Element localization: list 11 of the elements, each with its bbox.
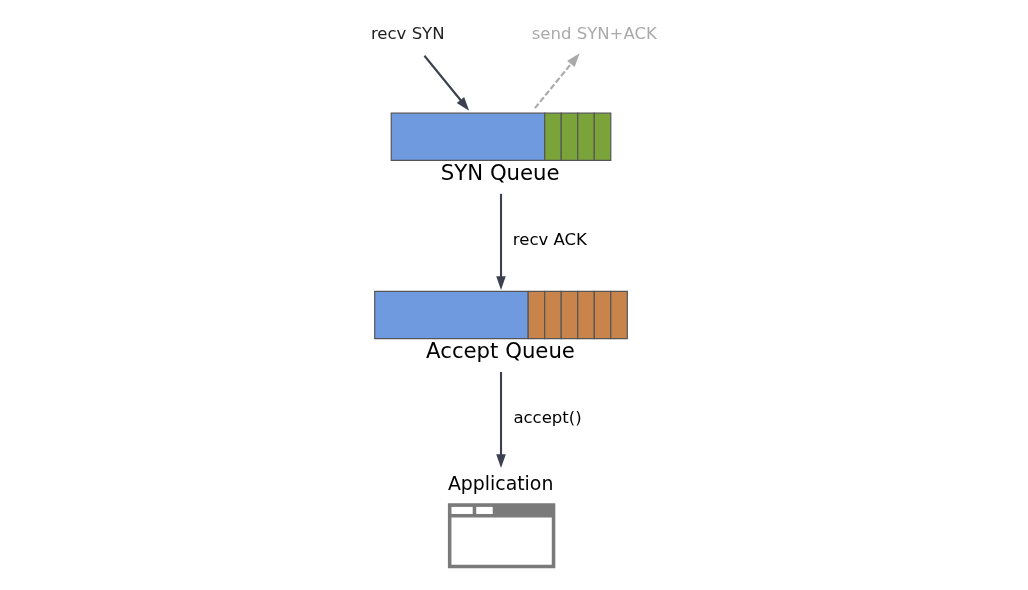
arrow bbox=[496, 372, 506, 468]
node-text: send SYN+ACK bbox=[531, 23, 657, 43]
arrow bbox=[534, 53, 580, 109]
node-label: Application bbox=[447, 472, 554, 495]
node-label: SYN Queue bbox=[440, 159, 560, 185]
arrow bbox=[423, 55, 470, 111]
edge-label: accept() bbox=[513, 408, 582, 428]
node-label: Accept Queue bbox=[426, 338, 575, 364]
node-text: recv SYN bbox=[370, 23, 445, 43]
arrow bbox=[496, 193, 506, 290]
edge-label: recv ACK bbox=[512, 230, 587, 250]
